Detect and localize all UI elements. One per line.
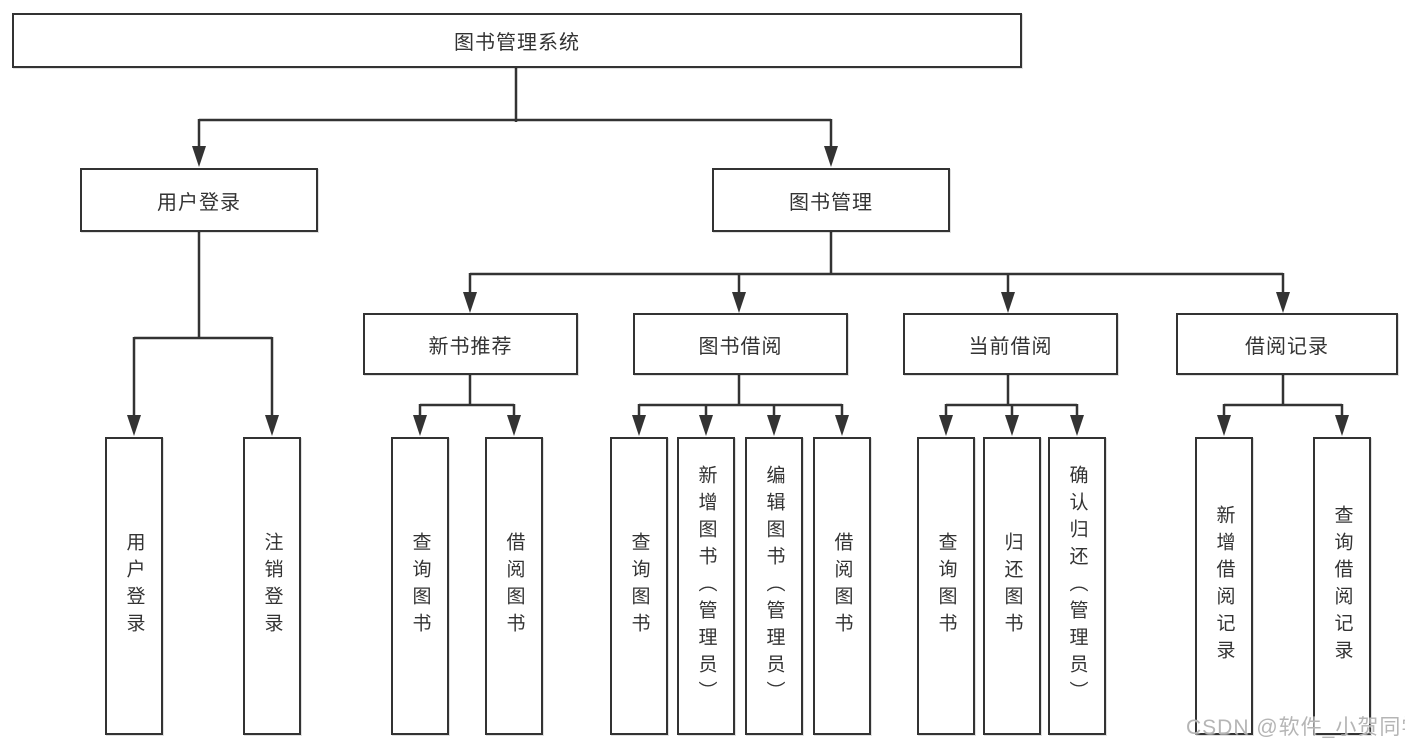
leaf-return-books: 归还图书 [983, 437, 1041, 735]
arrowhead-icon [127, 415, 141, 436]
node-label: 确认归还（管理员） [1066, 464, 1088, 708]
node-new-book-recommendation: 新书推荐 [363, 313, 578, 375]
node-label: 新增图书（管理员） [695, 464, 717, 708]
node-label: 查询借阅记录 [1331, 505, 1353, 667]
leaf-borrow-books: 借阅图书 [813, 437, 871, 735]
node-label: 编辑图书（管理员） [763, 464, 785, 708]
node-label: 查询图书 [628, 532, 650, 640]
node-label: 查询图书 [409, 532, 431, 640]
node-label: 新增借阅记录 [1213, 505, 1235, 667]
arrowhead-icon [939, 415, 953, 436]
arrowhead-icon [632, 415, 646, 436]
node-label: 当前借阅 [968, 335, 1053, 358]
arrowhead-icon [1070, 415, 1084, 436]
arrowhead-icon [1001, 292, 1015, 313]
arrowhead-icon [507, 415, 521, 436]
node-book-management: 图书管理 [712, 168, 950, 232]
leaf-add-book-admin: 新增图书（管理员） [677, 437, 735, 735]
leaf-add-borrow-record: 新增借阅记录 [1195, 437, 1253, 735]
arrowhead-icon [265, 415, 279, 436]
watermark: CSDN @软件_小贺同学 [1186, 716, 1405, 739]
node-label: 图书管理 [789, 191, 873, 214]
node-label: 借阅图书 [831, 532, 853, 640]
leaf-query-books: 查询图书 [610, 437, 668, 735]
node-label: 用户登录 [157, 191, 241, 214]
node-label: 新书推荐 [428, 335, 513, 358]
arrowhead-icon [1335, 415, 1349, 436]
arrowhead-icon [1276, 292, 1290, 313]
node-label: 图书借阅 [698, 335, 783, 358]
arrowhead-icon [767, 415, 781, 436]
arrowhead-icon [1005, 415, 1019, 436]
leaf-logout: 注销登录 [243, 437, 301, 735]
node-book-borrowing: 图书借阅 [633, 313, 848, 375]
arrowhead-icon [732, 292, 746, 313]
leaf-user-login: 用户登录 [105, 437, 163, 735]
arrowhead-icon [699, 415, 713, 436]
node-label: 归还图书 [1001, 532, 1023, 640]
node-label: 借阅记录 [1245, 335, 1329, 358]
arrowhead-icon [1217, 415, 1231, 436]
node-label: 注销登录 [261, 532, 283, 640]
node-label: 借阅图书 [503, 532, 525, 640]
arrowhead-icon [835, 415, 849, 436]
leaf-query-borrow-record: 查询借阅记录 [1313, 437, 1371, 735]
leaf-query-books: 查询图书 [917, 437, 975, 735]
leaf-borrow-books: 借阅图书 [485, 437, 543, 735]
arrowhead-icon [463, 292, 477, 313]
node-borrowing-records: 借阅记录 [1176, 313, 1398, 375]
node-library-management-system: 图书管理系统 [12, 13, 1022, 68]
leaf-query-books: 查询图书 [391, 437, 449, 735]
node-label: 查询图书 [935, 532, 957, 640]
arrowhead-icon [824, 146, 838, 167]
node-current-borrowing: 当前借阅 [903, 313, 1118, 375]
leaf-confirm-return-admin: 确认归还（管理员） [1048, 437, 1106, 735]
arrowhead-icon [413, 415, 427, 436]
arrowhead-icon [192, 146, 206, 167]
node-label: 图书管理系统 [454, 32, 580, 54]
node-user-login: 用户登录 [80, 168, 318, 232]
node-label: 用户登录 [123, 532, 145, 640]
leaf-edit-book-admin: 编辑图书（管理员） [745, 437, 803, 735]
